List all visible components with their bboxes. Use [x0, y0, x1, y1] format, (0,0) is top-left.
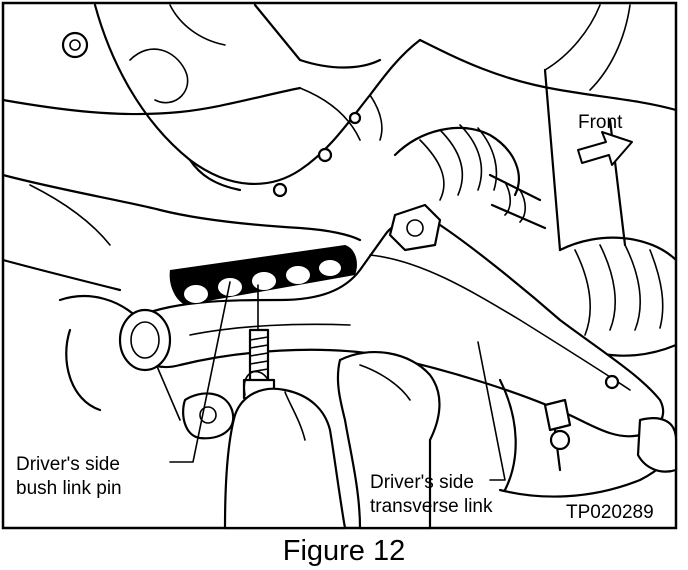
transverse-link-arm [118, 203, 665, 438]
bush-link-pin-label-line2: bush link pin [16, 478, 122, 499]
front-label: Front [578, 112, 623, 133]
figure-caption: Figure 12 [283, 535, 406, 567]
callout-leaders [169, 281, 506, 481]
bush-link-pin-label-line1: Driver's side [16, 454, 120, 475]
bush-link-pin-plate [169, 245, 357, 305]
lower-knuckle [498, 374, 678, 498]
transverse-link-label-line2: transverse link [370, 496, 493, 517]
reference-code: TP020289 [566, 502, 654, 523]
front-arrow-icon [577, 131, 633, 166]
hands [223, 350, 441, 530]
drivetrain-linework [1, 3, 678, 440]
transverse-link-label-line1: Driver's side [370, 472, 474, 493]
